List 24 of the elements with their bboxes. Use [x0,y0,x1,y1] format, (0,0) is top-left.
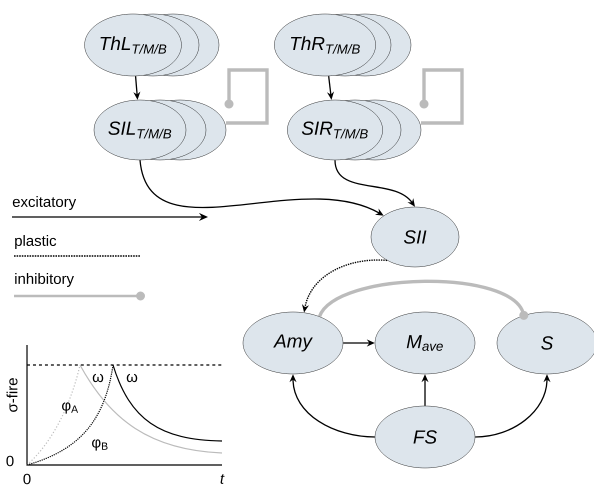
loop-line [420,68,464,125]
node-label: SIL [108,121,135,135]
ellipse-node: SII [370,206,460,268]
tick-label: 0 [23,474,31,484]
curve-label: φ$_{B}$ [92,439,108,451]
ellipse-stack: ThL$_{T/M/B}$ [84,14,220,76]
curve-label: ω [126,374,138,382]
inhibitory-line [318,280,528,320]
ellipse-stack: SIL$_{T/M/B}$ [94,100,226,160]
ellipse-stack: ThR$_{T/M/B}$ [274,14,412,76]
curve-label: φ$_{A}$ [62,402,78,414]
ellipse-node: FS [374,406,476,468]
tick-label: 0 [6,456,14,466]
ellipse-node: Amy [242,312,344,374]
loop-line [224,68,269,125]
curve-label: ω [92,374,104,382]
ellipse-stack: SIR$_{T/M/B}$ [287,100,422,160]
legend-label: plastic [15,235,56,249]
ellipse-node: M$_{ave}$ [374,312,476,374]
axis-label: σ-fire [6,378,18,412]
axis-label: t [220,474,225,484]
legend-label: excitatory [12,196,76,210]
ellipse-node: S [496,312,594,374]
legend-label: inhibitory [15,273,74,287]
